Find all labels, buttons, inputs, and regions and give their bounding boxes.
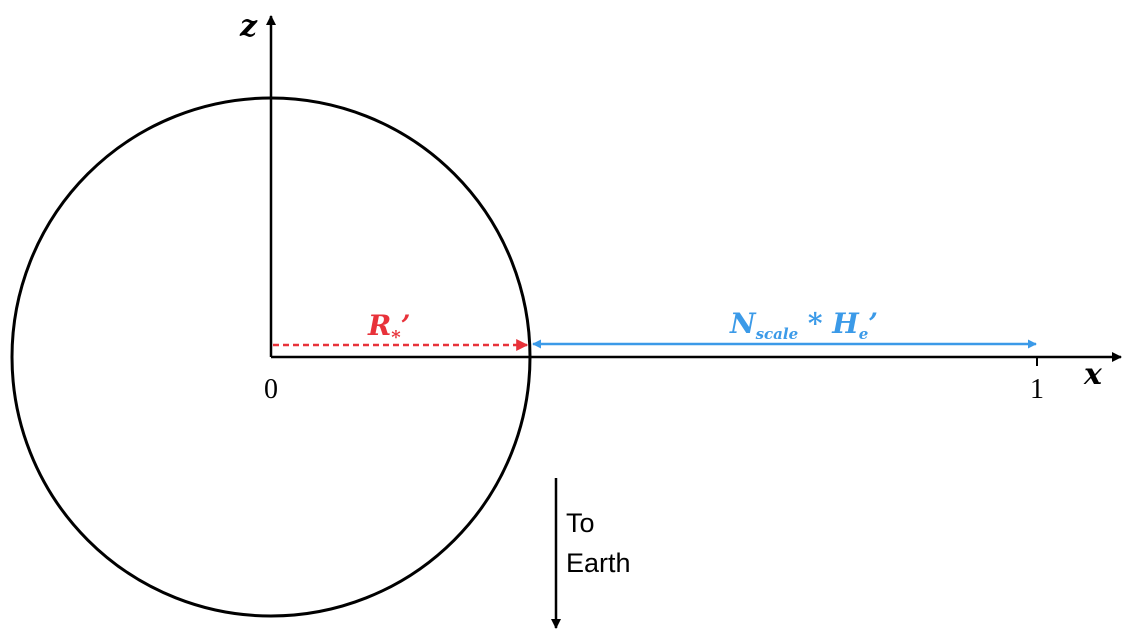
origin-tick-label: 0 (264, 374, 278, 405)
z-axis-label: z (239, 9, 258, 44)
earth-direction-label-line1: To (566, 508, 595, 538)
stellar-radius-label: R*’ (367, 309, 410, 348)
x-axis-label: x (1083, 357, 1103, 392)
end-tick-label: 1 (1030, 374, 1044, 405)
earth-direction-label-line2: Earth (566, 548, 631, 578)
scale-height-label: Nscale * He’ (729, 307, 878, 343)
